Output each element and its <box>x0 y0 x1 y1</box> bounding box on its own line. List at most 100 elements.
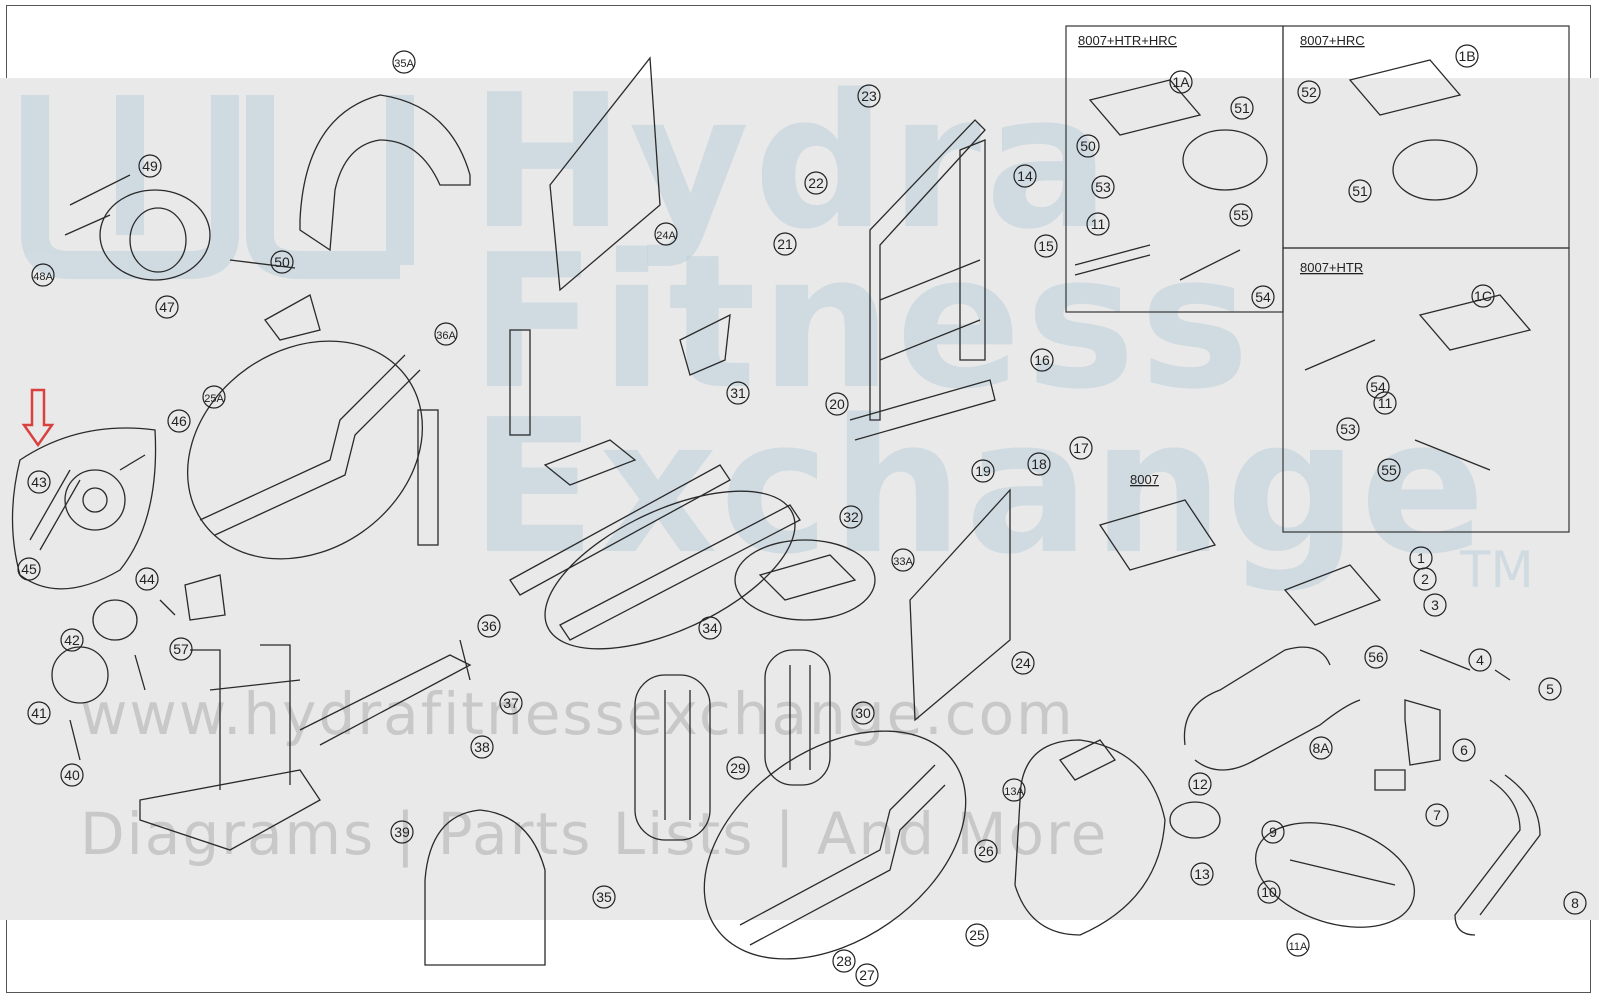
callout-29: 29 <box>726 756 750 780</box>
part-generator-group <box>11 427 157 590</box>
callout-circle <box>167 409 191 433</box>
callout-label: 9 <box>1269 824 1277 840</box>
callout-36: 36 <box>477 614 501 638</box>
callout-37: 37 <box>499 691 523 715</box>
callout-13: 13 <box>1190 862 1214 886</box>
callout-circle <box>965 923 989 947</box>
callout-circle <box>1027 452 1051 476</box>
callout-54: 54 <box>1366 375 1390 399</box>
callout-circle <box>855 963 879 987</box>
callout-circle <box>1069 436 1093 460</box>
callout-label: 43 <box>31 474 47 490</box>
callout-5: 5 <box>1538 677 1562 701</box>
callout-11: 11 <box>1086 212 1110 236</box>
box-label-htr: 8007+HTR <box>1300 260 1363 275</box>
callout-circle <box>138 154 162 178</box>
callout-circle <box>1452 738 1476 762</box>
callout-label: 48A <box>33 271 53 283</box>
callout-circle <box>1261 820 1285 844</box>
callout-circle <box>832 949 856 973</box>
callout-circle <box>499 691 523 715</box>
callout-16: 16 <box>1030 348 1054 372</box>
callout-label: 28 <box>836 953 852 969</box>
callout-circle <box>1377 458 1401 482</box>
callout-label: 1A <box>1172 74 1190 90</box>
callout-label: 45 <box>21 561 37 577</box>
callout-circle <box>1425 803 1449 827</box>
watermark-tagline: Diagrams | Parts Lists | And More <box>80 800 1109 868</box>
console-label-8007: 8007 <box>1130 472 1159 487</box>
callout-circle <box>1076 134 1100 158</box>
callout-circle <box>1013 164 1037 188</box>
callout-circle <box>971 459 995 483</box>
callout-label: 44 <box>139 571 155 587</box>
callout-21: 21 <box>773 232 797 256</box>
callout-46: 46 <box>167 409 191 433</box>
box-label-hrc: 8007+HRC <box>1300 33 1365 48</box>
callout-circle <box>592 885 616 909</box>
callout-31: 31 <box>726 381 750 405</box>
callout-label: 38 <box>474 739 490 755</box>
callout-circle <box>1257 880 1281 904</box>
callout-circle <box>169 637 193 661</box>
callout-47: 47 <box>155 295 179 319</box>
callout-label: 1C <box>1474 288 1492 304</box>
callout-35a: 35A <box>392 50 416 74</box>
callout-label: 51 <box>1352 183 1368 199</box>
callout-label: 52 <box>1301 84 1317 100</box>
callout-circle <box>1471 284 1495 308</box>
callout-label: 30 <box>855 705 871 721</box>
callout-label: 35 <box>596 889 612 905</box>
callout-circle <box>773 232 797 256</box>
box-label-htr-hrc: 8007+HTR+HRC <box>1078 33 1177 48</box>
callout-label: 54 <box>1255 289 1271 305</box>
callout-label: 11 <box>1378 395 1393 411</box>
callout-label: 14 <box>1017 168 1033 184</box>
callout-circle <box>1251 285 1275 309</box>
callout-circle <box>31 263 55 287</box>
callout-label: 31 <box>730 385 746 401</box>
callout-1a: 1A <box>1169 70 1193 94</box>
callout-circle <box>839 505 863 529</box>
callout-circle <box>851 701 875 725</box>
callout-label: 22 <box>808 175 824 191</box>
callout-circle <box>1373 391 1397 415</box>
option-boxes <box>1065 25 1570 533</box>
callout-55: 55 <box>1229 203 1253 227</box>
callout-label: 12 <box>1192 776 1208 792</box>
watermark-url: www.hydrafitnessexchange.com <box>80 680 1075 748</box>
callout-circle <box>1086 212 1110 236</box>
callout-circle <box>270 250 294 274</box>
callout-circle <box>1336 417 1360 441</box>
callout-circle <box>726 381 750 405</box>
callout-label: 11 <box>1091 216 1106 232</box>
callout-label: 37 <box>503 695 519 711</box>
callout-label: 41 <box>31 705 47 721</box>
callout-circle <box>857 84 881 108</box>
callout-label: 10 <box>1261 884 1277 900</box>
callout-circle <box>891 548 915 572</box>
callout-53: 53 <box>1091 175 1115 199</box>
callout-circle <box>1169 70 1193 94</box>
part-handle-8 <box>1454 774 1541 936</box>
callout-circle <box>27 701 51 725</box>
callout-38: 38 <box>470 735 494 759</box>
callout-circle <box>726 756 750 780</box>
callout-8a: 8A <box>1309 736 1333 760</box>
callout-circle <box>804 171 828 195</box>
callout-6: 6 <box>1452 738 1476 762</box>
callout-label: 34 <box>702 620 718 636</box>
watermark-line-2: Fitness <box>470 214 1254 430</box>
callout-label: 50 <box>1080 138 1096 154</box>
part-base-frame <box>139 769 321 851</box>
callout-label: 1B <box>1458 48 1475 64</box>
part-pedal <box>734 539 876 621</box>
callout-label: 25 <box>969 927 985 943</box>
callout-circle <box>434 322 458 346</box>
callout-circle <box>1188 772 1212 796</box>
callout-label: 56 <box>1368 649 1384 665</box>
part-shroud-13 <box>1014 739 1166 936</box>
callout-circle <box>1366 375 1390 399</box>
callout-10: 10 <box>1257 880 1281 904</box>
